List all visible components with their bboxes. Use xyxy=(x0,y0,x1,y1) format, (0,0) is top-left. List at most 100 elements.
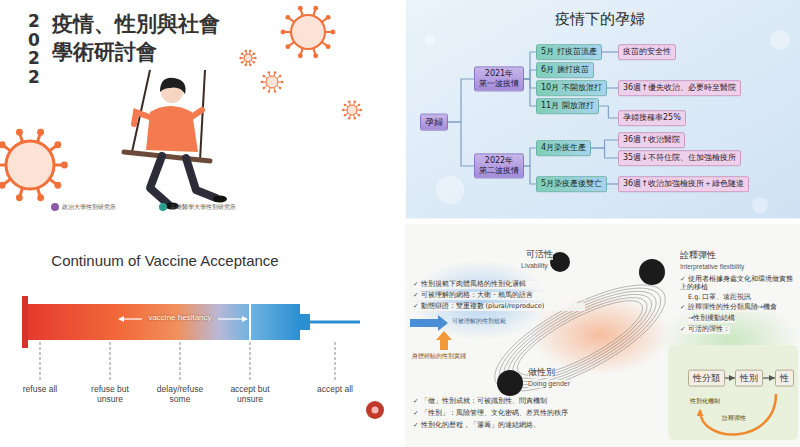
virus-icon xyxy=(0,141,6,148)
scale-label: accept but unsure xyxy=(220,384,280,404)
vaccine-slide xyxy=(0,224,400,447)
virus-icon xyxy=(37,129,44,136)
virus-icon xyxy=(0,129,68,201)
virus-icon xyxy=(313,53,318,58)
virus-icon xyxy=(291,15,325,49)
connector xyxy=(448,122,474,166)
orange-arrow xyxy=(436,331,452,350)
vaccine-slide xyxy=(40,342,335,380)
pregnancy-slide xyxy=(424,34,436,46)
virus-icon xyxy=(245,64,247,66)
outcome-box: 疫苗的安全性 xyxy=(618,44,676,60)
node-text: 6月 施打疫苗 xyxy=(541,65,589,75)
virus-icon xyxy=(354,100,356,102)
node-text: 第一波疫情 xyxy=(479,79,519,89)
virus-icon xyxy=(279,87,281,89)
orbit-rings xyxy=(486,269,673,406)
connector xyxy=(599,106,618,118)
vaccine-slide xyxy=(218,318,246,319)
slide-title: Continuum of Vaccine Acceptance xyxy=(51,252,278,270)
connector xyxy=(591,140,618,148)
virus-icon xyxy=(239,57,241,59)
connector xyxy=(524,52,536,79)
virus-icon xyxy=(298,53,303,58)
concept-text: ✓ 使用者根據身處文化和環境做實務上的移植 xyxy=(680,276,796,292)
logo-caption: 政治大學性別研究所 xyxy=(62,203,116,210)
concept-box: 性分類 xyxy=(688,370,725,387)
virus-icon xyxy=(263,87,265,89)
logo-mark xyxy=(51,203,59,211)
concept-text: 可被理解的性別規範 xyxy=(452,318,506,325)
node-text: 36週↑收治醫院 xyxy=(623,135,680,145)
month-box: 5月染疫產後雙亡 xyxy=(536,176,607,192)
vaccine-slide xyxy=(250,342,251,380)
virus-icon xyxy=(61,162,68,169)
vaccine-slide xyxy=(249,304,251,340)
scale-label: refuse but unsure xyxy=(80,384,140,404)
concept-text: 做性別 xyxy=(528,367,555,378)
connector xyxy=(591,148,618,158)
virus-icon xyxy=(281,30,286,35)
swing-figure xyxy=(150,156,168,204)
virus-icon xyxy=(354,117,356,119)
swing-figure xyxy=(186,158,216,198)
virus-icon xyxy=(344,114,346,116)
title-slide xyxy=(0,0,400,219)
vaccine-slide xyxy=(40,342,41,380)
swing-figure xyxy=(160,78,186,94)
logo-mark xyxy=(159,203,167,211)
group-box: 孕婦 xyxy=(420,114,448,131)
virus-icon xyxy=(313,6,318,11)
node-text: 疫苗的安全性 xyxy=(623,47,671,57)
node-text: 5月 打疫苗流產 xyxy=(541,47,597,57)
outcome-box: 36週↑收治加強檢疫所＋綠色隧道 xyxy=(618,176,749,192)
virus-icon xyxy=(245,50,247,52)
concept-text: ✓ 性別規範下肉體風格的性別化邏輯 xyxy=(413,281,585,289)
concept-text: 性別化機制 xyxy=(690,397,720,404)
vaccine-slide xyxy=(242,316,248,322)
concept-text: →性別擾動結構 xyxy=(688,315,735,323)
virus-icon xyxy=(263,75,265,77)
swing-figure xyxy=(134,112,152,124)
pregnancy-slide xyxy=(436,176,464,204)
group-box: 2021年第一波疫情 xyxy=(474,66,524,91)
title-slide xyxy=(0,0,400,219)
vaccine-slide xyxy=(372,407,379,414)
concept-text: 身體經驗的性別實踐 xyxy=(412,353,466,360)
connector xyxy=(524,79,536,106)
virus-icon xyxy=(342,109,344,111)
year-vertical: 2022 xyxy=(28,12,45,87)
concept-box: 性別 xyxy=(735,370,763,387)
connector xyxy=(524,70,536,79)
virus-icon xyxy=(261,71,284,93)
virus-icon xyxy=(16,194,23,201)
node-text: 2022年 xyxy=(479,156,519,166)
concept-text: ✓ 動態辯證：雙重複數 (plural/reproduce) xyxy=(413,303,585,311)
node-text: 性別 xyxy=(740,373,758,384)
node-text: 36週↑優先收治、必要時至醫院 xyxy=(623,83,736,93)
virus-icon xyxy=(285,15,290,20)
logo-caption: 高雄醫學大學性別研究所 xyxy=(170,203,236,210)
virus-icon xyxy=(326,15,331,20)
virus-icon xyxy=(268,71,270,73)
connector xyxy=(607,183,618,184)
connector xyxy=(524,148,536,166)
vaccine-slide xyxy=(180,342,181,380)
concept-slide xyxy=(405,224,800,447)
virus-icon xyxy=(253,61,255,63)
vaccine-slide xyxy=(0,224,400,447)
connector xyxy=(763,377,775,378)
virus-icon xyxy=(358,104,360,106)
concept-text: Doing gender xyxy=(528,380,570,388)
pregnancy-slide xyxy=(770,30,790,50)
scale-label: accept all xyxy=(305,384,365,394)
outcome-box: 35週↓不符住院、住加強檢疫所 xyxy=(618,150,741,166)
virus-icon xyxy=(249,64,251,66)
mechanism-panel xyxy=(668,345,798,440)
connector xyxy=(607,87,618,88)
virus-icon xyxy=(6,141,54,189)
connector xyxy=(602,51,618,52)
node-text: 35週↓不符住院、住加強檢疫所 xyxy=(623,153,736,163)
